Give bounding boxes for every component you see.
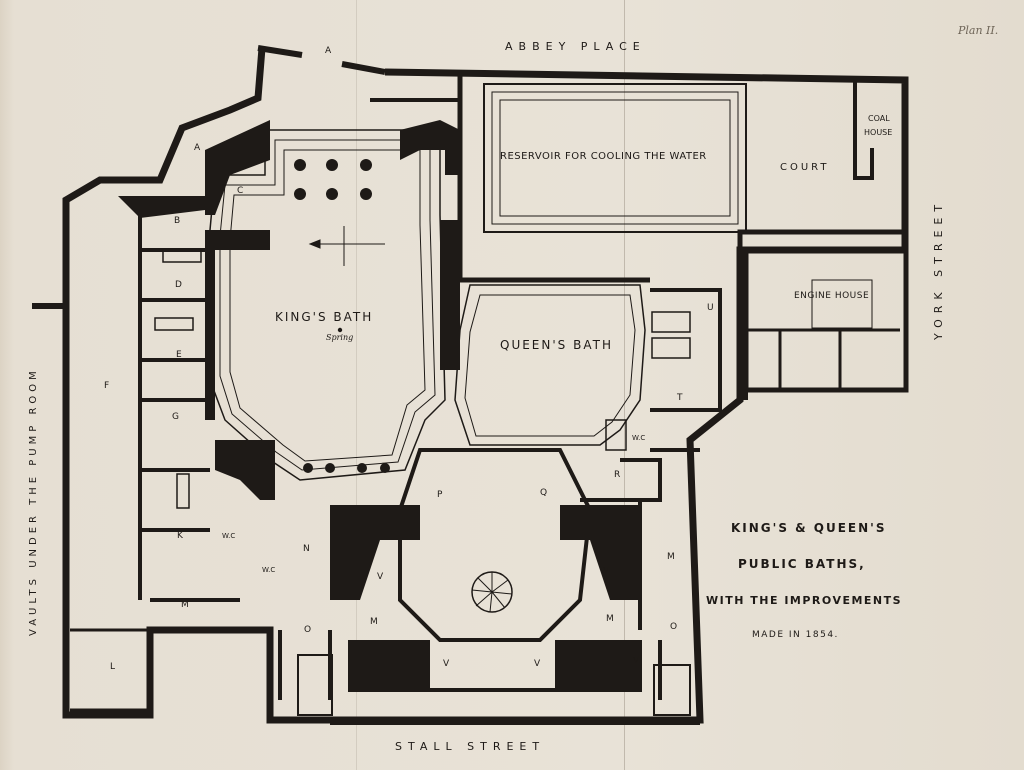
street-name-east: YORK STREET [932, 198, 945, 340]
coal-house-label-1: COAL [868, 114, 890, 123]
kings-bath-columns [294, 159, 390, 473]
room-letter: M [606, 614, 614, 624]
title-line-1: KING'S & QUEEN'S [731, 521, 887, 535]
west-bath-K [176, 473, 190, 509]
solid-masonry-V-right [560, 505, 640, 600]
engine-house-outline [743, 247, 909, 393]
solid-masonry-king-east [440, 220, 460, 370]
kings-bath-outline-inner [219, 139, 436, 471]
spiral-stair-treads [471, 572, 513, 613]
steps-U [651, 311, 691, 333]
east-rooms [580, 288, 722, 630]
room-letter: V [443, 659, 450, 669]
solid-masonry-east-court [740, 250, 748, 400]
west-bath-B [162, 249, 202, 263]
paper-fold-line [356, 0, 357, 770]
queens-bath-outline-inner [464, 294, 636, 437]
court-label: COURT [780, 162, 830, 173]
wc-label: W.C [262, 566, 276, 574]
title-line-2: PUBLIC BATHS, [738, 557, 866, 571]
entrance-gate [257, 45, 386, 75]
kings-bath-label: KING'S BATH [275, 310, 374, 324]
room-letter: P [437, 490, 443, 500]
room-letter: F [104, 381, 110, 391]
coal-house-label-2: HOUSE [864, 128, 893, 137]
spring-marker [337, 327, 343, 333]
room-letter: K [177, 531, 183, 541]
room-letter: V [534, 659, 541, 669]
room-letter: V [377, 572, 384, 582]
north-arrow [308, 226, 385, 266]
room-letter: E [176, 350, 182, 360]
solid-masonry-south-left [350, 640, 430, 690]
solid-masonry-V-left [330, 505, 420, 600]
room-letter: V [603, 566, 610, 576]
solid-masonry-southwest [215, 440, 275, 500]
queens-bath-outline [454, 284, 646, 446]
room-letter: M [667, 552, 675, 562]
street-name-north: ABBEY PLACE [505, 40, 646, 53]
coal-house-walls [853, 82, 874, 180]
room-letter: T [677, 393, 683, 403]
paper-fold-line [624, 0, 625, 770]
solid-masonry-north-east [400, 120, 460, 175]
room-letter: V [633, 656, 640, 666]
room-letter: M [370, 617, 378, 627]
room-letter: D [175, 280, 182, 290]
reservoir-inner [491, 91, 739, 225]
street-name-south: STALL STREET [395, 740, 546, 753]
title-line-4: MADE IN 1854. [752, 630, 839, 640]
south-steps-left [297, 654, 333, 716]
engine-house-partition [746, 328, 900, 390]
room-letter: B [174, 216, 181, 226]
room-letter: O [670, 622, 678, 632]
engine-house-bed [811, 279, 873, 329]
engine-house-label: ENGINE HOUSE [794, 291, 870, 301]
room-letter: R [614, 470, 621, 480]
kings-bath-outline-inner2 [229, 149, 426, 462]
room-letter: U [707, 303, 714, 313]
solid-masonry-north [205, 120, 270, 215]
plan-number: Plan II. [958, 24, 999, 37]
reservoir-label: RESERVOIR FOR COOLING THE WATER [500, 151, 707, 162]
street-name-west: VAULTS UNDER THE PUMP ROOM [28, 367, 39, 636]
room-letter: N [303, 544, 310, 554]
room-L [70, 628, 152, 712]
south-steps-right [653, 664, 691, 716]
wc-label: W.C [222, 532, 236, 540]
room-letter: L [110, 662, 116, 672]
queens-bath-label: QUEEN'S BATH [500, 338, 613, 352]
room-letter: A [325, 46, 332, 56]
room-letter: O [304, 625, 312, 635]
wc-label: W.C [632, 434, 646, 442]
steps-R [605, 419, 627, 451]
title-line-3: WITH THE IMPROVEMENTS [706, 594, 903, 607]
solid-masonry-south-right [555, 640, 640, 690]
west-bath-E [154, 317, 194, 331]
solid-masonry-west-wall [118, 196, 205, 218]
room-letter: A [194, 143, 201, 153]
reservoir-inner2 [499, 99, 731, 217]
solid-masonry-west-strip [205, 230, 270, 420]
room-letter: H [240, 440, 247, 450]
room-letter: M [181, 600, 189, 610]
reservoir-outline [483, 83, 747, 233]
spring-label: Spring [326, 333, 354, 342]
west-rooms [138, 200, 240, 602]
room-letter: C [237, 186, 244, 196]
steps-T [651, 337, 691, 359]
south-rooms [278, 630, 662, 700]
room-letter: Q [540, 488, 548, 498]
room-letter: G [172, 412, 179, 422]
